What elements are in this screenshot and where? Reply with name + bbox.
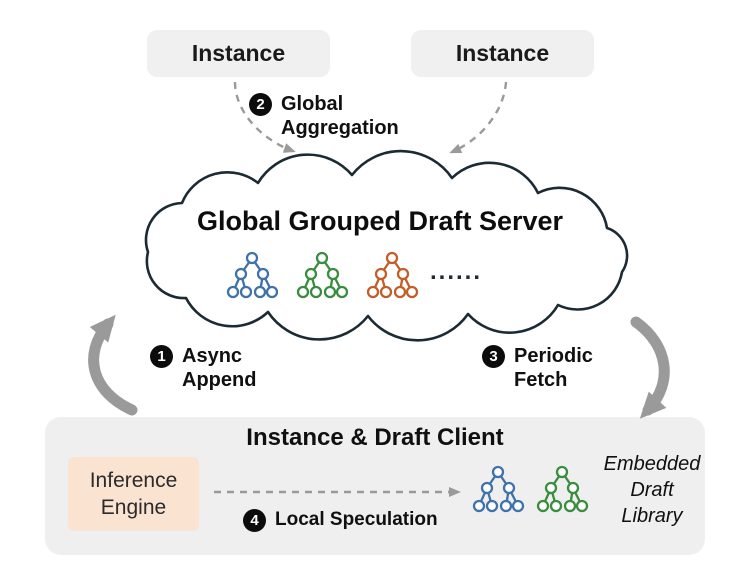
- instance-label: Instance: [191, 40, 286, 66]
- inference-engine-box: Inference Engine: [68, 457, 199, 531]
- step-1-badge: 1: [150, 345, 173, 368]
- step-global-aggregation: 2 Global Aggregation: [249, 92, 399, 141]
- instance-label: Instance: [455, 40, 550, 66]
- periodic-fetch-arrow: [630, 316, 670, 419]
- step-local-speculation: 4 Local Speculation: [243, 508, 438, 532]
- embedded-tree-icon-blue: [472, 465, 525, 513]
- instance-box-right: Instance: [411, 30, 594, 77]
- step-2-badge: 2: [249, 93, 272, 116]
- more-trees-ellipsis: ......: [430, 258, 483, 285]
- aggregation-arrow-left: [233, 81, 296, 153]
- inference-engine-label: Inference Engine: [89, 468, 178, 519]
- step-2-label: Global Aggregation: [281, 93, 399, 140]
- step-3-badge: 3: [482, 345, 505, 368]
- embedded-draft-library-label: Embedded Draft Library: [603, 453, 701, 527]
- step-4-label: Local Speculation: [275, 509, 438, 531]
- step-async-append: 1 Async Append: [150, 344, 256, 393]
- client-title: Instance & Draft Client: [246, 424, 504, 451]
- step-4-badge: 4: [243, 509, 266, 532]
- aggregation-arrow-right: [449, 81, 508, 154]
- step-1-label: Async Append: [182, 345, 257, 392]
- cloud-title: Global Grouped Draft Server: [196, 206, 564, 236]
- async-append-arrow: [88, 314, 138, 416]
- embedded-tree-icon-green: [536, 465, 589, 513]
- step-3-label: Periodic Fetch: [514, 345, 593, 392]
- global-draft-server-cloud: [144, 149, 629, 342]
- instance-box-left: Instance: [147, 30, 330, 77]
- step-periodic-fetch: 3 Periodic Fetch: [482, 344, 593, 393]
